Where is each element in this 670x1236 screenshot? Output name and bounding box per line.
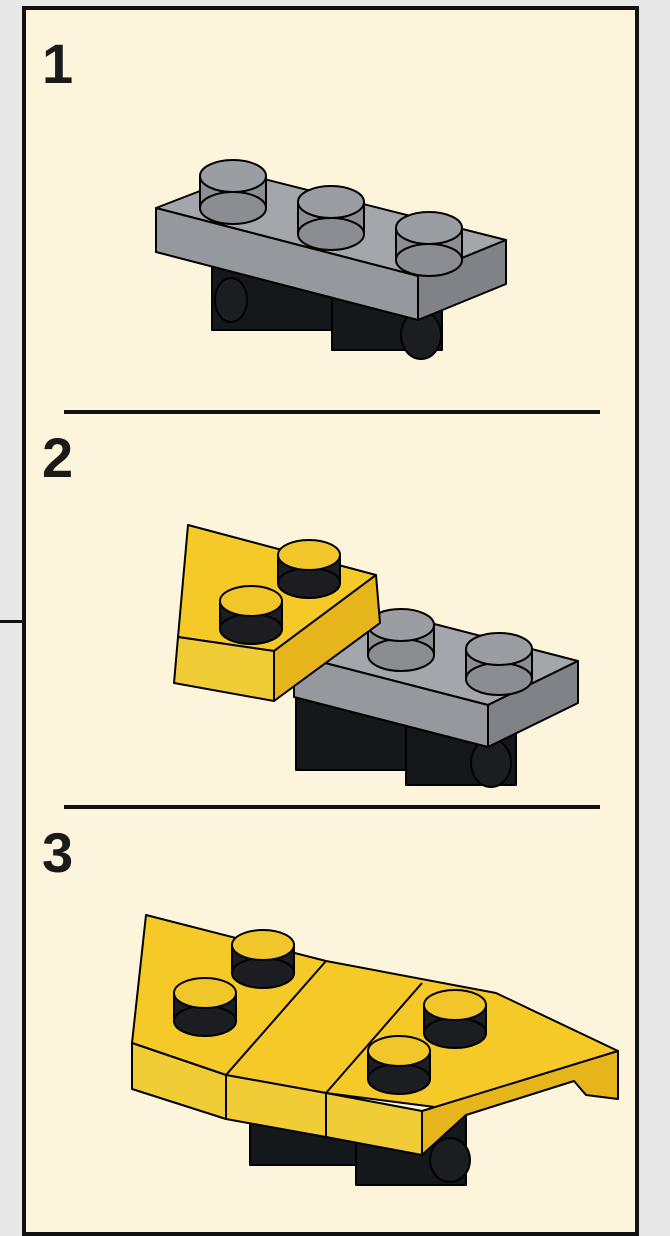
- step-1-figure: [26, 150, 643, 380]
- step-2-figure: [26, 515, 643, 805]
- step-2-number: 2: [42, 430, 73, 486]
- instruction-panel: 1: [22, 6, 639, 1236]
- step-3-number: 3: [42, 825, 73, 881]
- step-1-number: 1: [42, 36, 73, 92]
- divider-1: [64, 410, 600, 414]
- divider-2: [64, 805, 600, 809]
- step-3-figure: [26, 905, 643, 1225]
